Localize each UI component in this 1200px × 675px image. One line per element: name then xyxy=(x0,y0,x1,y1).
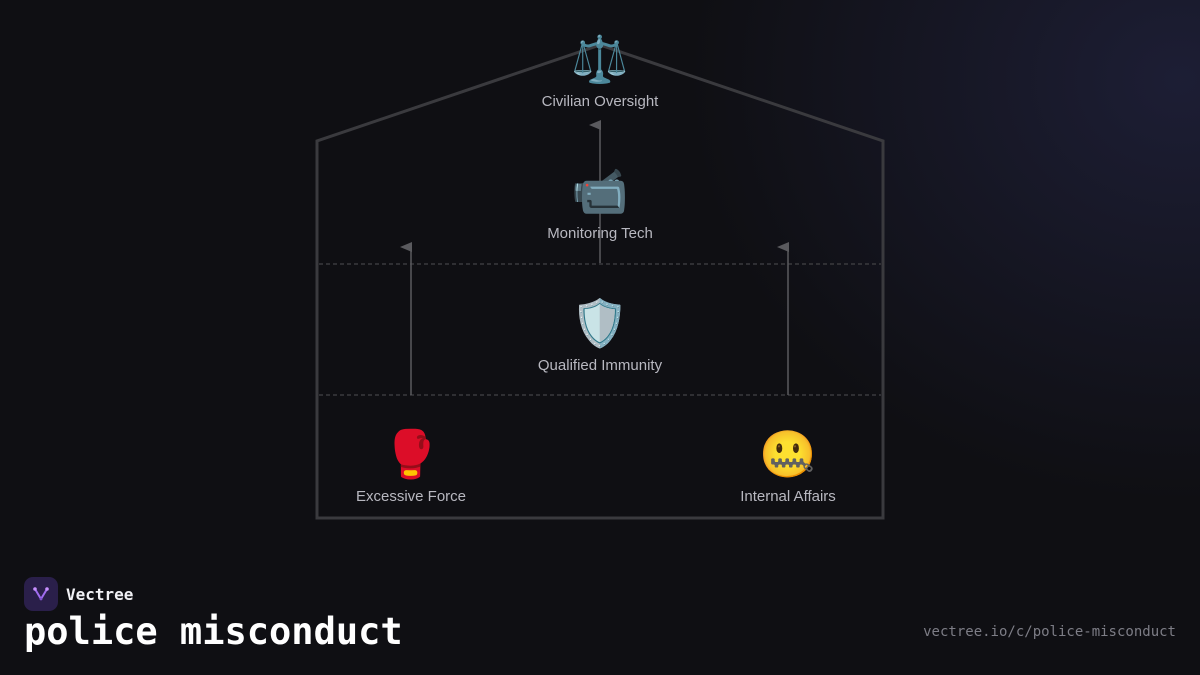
node-label: Qualified Immunity xyxy=(537,357,663,374)
scales-icon: ⚖️ xyxy=(571,32,629,86)
node-label: Monitoring Tech xyxy=(547,225,653,242)
node-excessive-force: 🥊 Excessive Force xyxy=(311,426,511,505)
page-url[interactable]: vectree.io/c/police-misconduct xyxy=(923,624,1176,640)
zipper-mouth-face-icon: 🤐 xyxy=(759,427,817,481)
page-title: police misconduct xyxy=(24,610,403,653)
shield-icon: 🛡️ xyxy=(571,296,629,350)
brand-name: Vectree xyxy=(66,584,134,604)
node-label: Civilian Oversight xyxy=(541,93,659,110)
node-qualified-immunity: 🛡️ Qualified Immunity xyxy=(500,295,700,374)
node-civilian-oversight: ⚖️ Civilian Oversight xyxy=(500,31,700,110)
brand[interactable]: Vectree xyxy=(24,577,133,611)
video-camera-icon: 📹 xyxy=(571,164,629,218)
node-label: Excessive Force xyxy=(355,488,467,505)
node-label: Internal Affairs xyxy=(740,488,836,505)
node-internal-affairs: 🤐 Internal Affairs xyxy=(688,426,888,505)
house-outline xyxy=(315,43,885,520)
vectree-logo-icon xyxy=(24,577,58,611)
boxing-glove-icon: 🥊 xyxy=(382,427,440,481)
node-monitoring-tech: 📹 Monitoring Tech xyxy=(500,163,700,242)
